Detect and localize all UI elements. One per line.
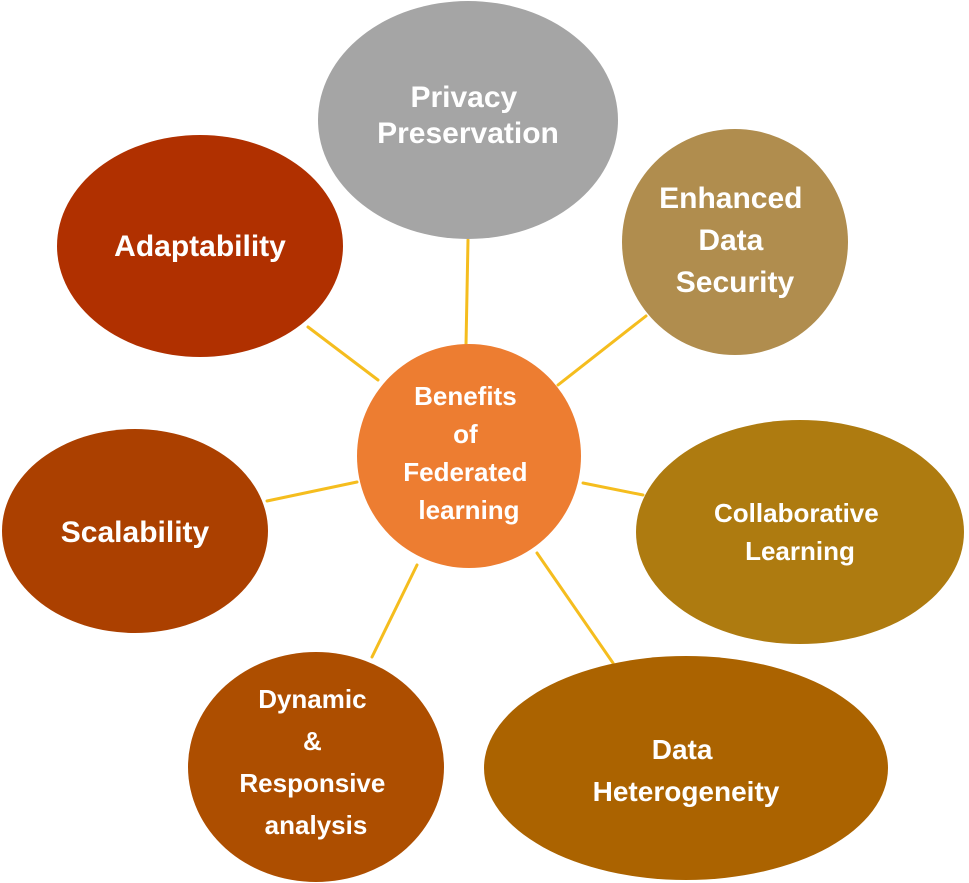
connector-collaborative	[581, 481, 645, 497]
node-adaptability-shape	[57, 135, 343, 357]
node-enhanced-data-security: Enhanced Data Security	[622, 129, 848, 355]
connector-scalability	[265, 480, 359, 503]
node-center-label: Benefits of Federated learning	[403, 381, 535, 525]
node-center-shape	[357, 344, 581, 568]
connector-dynamic	[370, 563, 419, 659]
node-privacy-preservation: Privacy Preservation	[318, 1, 618, 239]
node-privacy-label: Privacy Preservation	[377, 81, 559, 150]
node-collaborative-learning: Collaborative Learning	[636, 420, 964, 644]
node-center-benefits: Benefits of Federated learning	[357, 344, 581, 568]
node-adaptability: Adaptability	[57, 135, 343, 357]
connector-privacy	[464, 238, 470, 347]
node-dynamic-label: Dynamic & Responsive analysis	[239, 684, 392, 840]
node-heterogeneity-label: Data Heterogeneity	[593, 734, 780, 807]
connector-heterogeneity	[535, 551, 615, 665]
connector-security	[556, 314, 648, 387]
node-data-heterogeneity: Data Heterogeneity	[484, 656, 888, 880]
node-scalability-label: Scalability	[61, 516, 210, 549]
node-security-label: Enhanced Data Security	[659, 182, 811, 299]
connector-adaptability	[306, 325, 380, 382]
node-dynamic-responsive-analysis: Dynamic & Responsive analysis	[188, 652, 444, 882]
node-adaptability-label: Adaptability	[114, 230, 286, 263]
node-dynamic-shape	[188, 652, 444, 882]
node-scalability: Scalability	[2, 429, 268, 633]
node-heterogeneity-shape	[484, 656, 888, 880]
connectors	[265, 238, 648, 665]
node-scalability-shape	[2, 429, 268, 633]
node-privacy-shape	[318, 1, 618, 239]
node-security-shape	[622, 129, 848, 355]
node-collaborative-shape	[636, 420, 964, 644]
node-collaborative-label: Collaborative Learning	[714, 498, 886, 566]
